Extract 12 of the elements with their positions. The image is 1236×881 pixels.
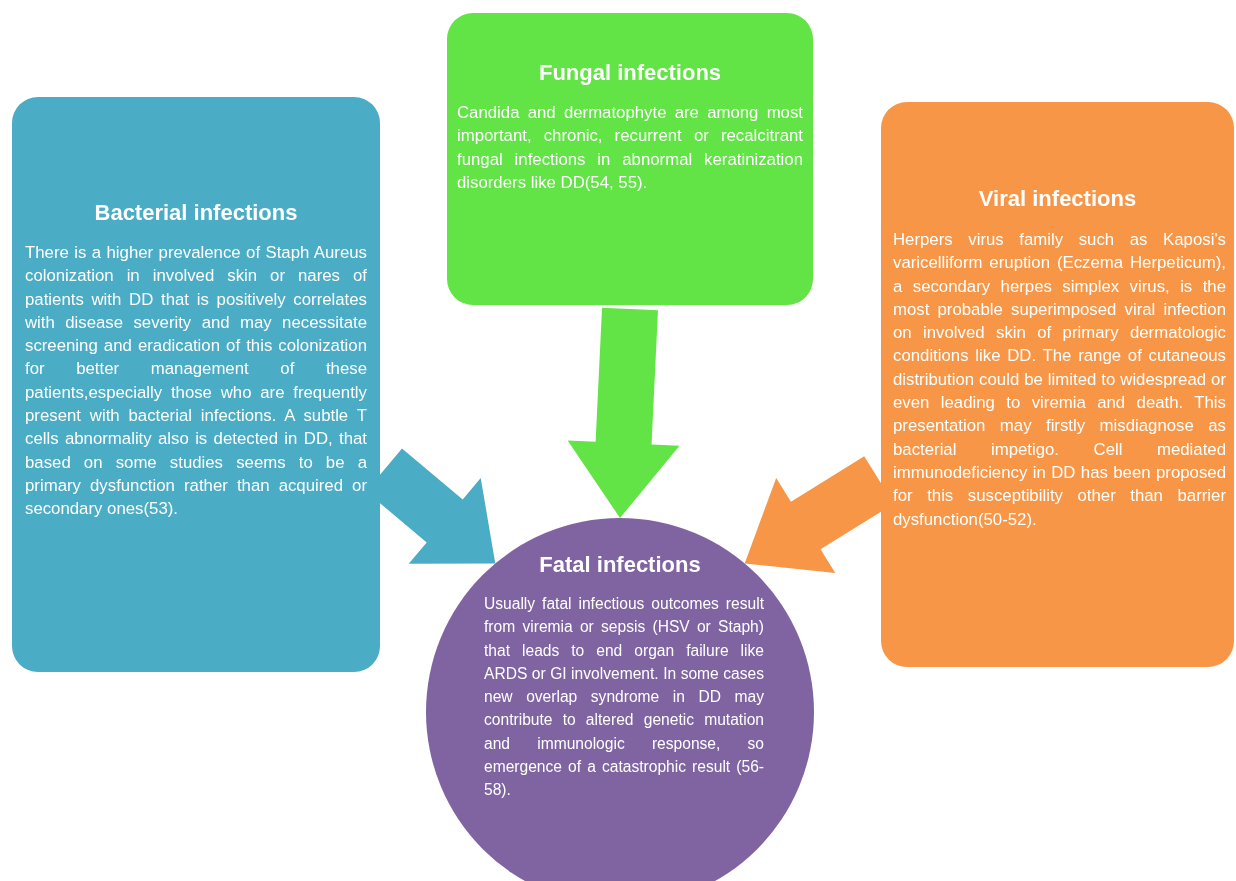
node-heading: Bacterial infections [93,200,299,226]
rounded-box [12,97,380,672]
node-heading: Fatal infections [538,552,702,578]
block-arrow [567,307,680,518]
node-heading: Fungal infections [537,60,723,86]
rounded-box [447,13,813,305]
node-description: Usually fatal infectious outcomes result from viremia or sepsis (HSV or Staph) that leads to end organ failure like ARDS or GI involvement. In some cases new overlap syndrome in DD may contribute to altered genetic mutation and immunologic response, so emergence of a catastrophic result (56-58). [484,594,764,801]
node-description: Herpers virus family such as Kaposi's varicelliform eruption (Eczema Herpeticum), a secondary herpes simplex virus, is the most probable superimposed viral infection on involved skin of primary dermatologic conditions like DD. The range of cutaneous distribution could be limited to widespread or even leading to viremia and death. This presentation may firstly misdiagnose as bacterial impetigo. Cell mediated immunodeficiency in DD has been proposed for this susceptibility other than barrier dysfunction(50-52). [893,229,1226,531]
node-heading: Viral infections [977,186,1138,212]
node-description: Candida and dermatophyte are among most important, chronic, recurrent or recalcitrant fungal infections in abnormal keratinization disorders like DD(54, 55). [457,102,803,194]
node-description: There is a higher prevalence of Staph Aureus colonization in involved skin or nares of patients with DD that is positively correlates with disease severity and may necessitate screening and eradication of this colonization for better management of these patients,especially those who are frequently present with bacterial infections. A subtle T cells abnormality also is detected in DD, that based on some studies seems to be a primary dysfunction rather than acquired or secondary ones(53). [25,242,367,521]
rounded-box [881,102,1234,667]
